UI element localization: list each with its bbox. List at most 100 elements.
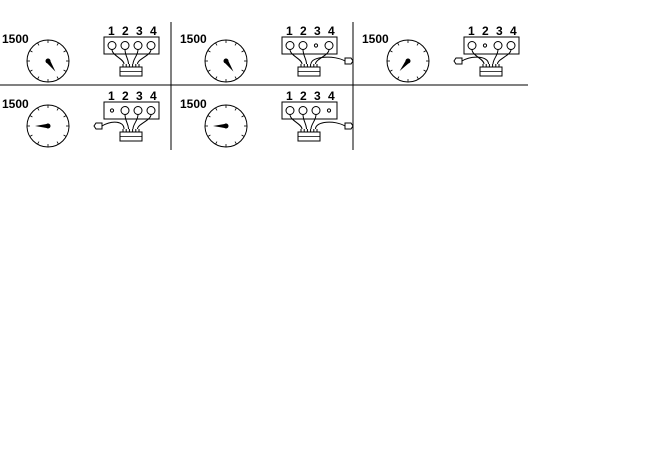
gauge-tick [29, 50, 33, 53]
spark-plug-disconnected [313, 43, 319, 48]
gauge-label: 1500 [362, 32, 389, 46]
gauge-tick [423, 50, 427, 53]
gauge-ticks [27, 105, 69, 147]
gauge-label: 1500 [2, 32, 29, 46]
gauge-tick [29, 134, 33, 137]
gauge-tick [63, 134, 67, 137]
gauge-tick [234, 76, 237, 80]
gauge-tick [63, 50, 67, 53]
distributor [479, 64, 503, 77]
ignition-lead [124, 49, 129, 65]
ignition-lead [289, 114, 303, 130]
gauge-tick [29, 69, 33, 72]
spark-plug-connected [324, 41, 334, 50]
gauge-tick [215, 42, 218, 46]
cylinder-number: 3 [314, 24, 321, 38]
spark-plug-connected [298, 106, 308, 115]
gauge-tick [416, 42, 419, 46]
spark-plug-connected [146, 41, 156, 50]
gauge-hub [223, 123, 229, 129]
gauge-tick [215, 141, 218, 145]
spark-plug-connected [506, 41, 516, 50]
ignition-leads [453, 49, 512, 65]
engine-block [103, 36, 160, 55]
spark-plug-connected [298, 41, 308, 50]
spark-plug-connected [467, 41, 477, 50]
engine-block [463, 36, 520, 55]
gauge-tick [37, 42, 40, 46]
cylinder-number: 2 [300, 24, 307, 38]
gauge-tick [56, 76, 59, 80]
gauge-tick [207, 50, 211, 53]
gauge-needle [35, 123, 48, 129]
ignition-lead [137, 49, 152, 65]
spark-plug-disconnected [109, 108, 115, 113]
spark-plug-connected [285, 41, 295, 50]
engine-block [281, 36, 338, 55]
cylinder-number: 3 [314, 89, 321, 103]
ignition-lead [132, 114, 139, 130]
gauge-tick [37, 107, 40, 111]
spark-plug-connected [107, 41, 117, 50]
gauge-tick [241, 134, 245, 137]
ignition-lead [111, 49, 125, 65]
gauge-tick [215, 76, 218, 80]
gauge-label: 1500 [180, 32, 207, 46]
spark-plug-disconnected [482, 43, 488, 48]
gauge-tick [397, 42, 400, 46]
cylinder-number: 1 [286, 89, 293, 103]
spark-plug-boot [93, 122, 103, 130]
spark-plug-connected [120, 106, 130, 115]
ignition-leads [289, 49, 354, 65]
gauge-hub [45, 123, 51, 129]
spark-plug-boot [344, 122, 354, 130]
cylinder-number: 1 [286, 24, 293, 38]
gauge-tick [241, 50, 245, 53]
gauge-tick [37, 76, 40, 80]
gauge-tick [207, 69, 211, 72]
cylinder-number: 3 [136, 89, 143, 103]
cylinder-number: 2 [482, 24, 489, 38]
cylinder-number: 2 [122, 24, 129, 38]
ignition-lead [310, 114, 317, 130]
spark-plug-connected [133, 106, 143, 115]
cylinder-number: 2 [300, 89, 307, 103]
engine-block [281, 101, 338, 120]
gauge-ticks [205, 105, 247, 147]
gauge-tick [37, 141, 40, 145]
spark-plug-boot [453, 57, 463, 65]
cylinder-number: 1 [108, 24, 115, 38]
cylinder-number: 4 [150, 24, 157, 38]
gauge-tick [416, 76, 419, 80]
ignition-lead [302, 114, 307, 130]
gauge-tick [207, 134, 211, 137]
disconnected-lead [310, 56, 346, 65]
ignition-lead [497, 49, 512, 65]
distributor [297, 129, 321, 142]
gauge-tick [389, 69, 393, 72]
gauge-label: 1500 [180, 97, 207, 111]
spark-plug-connected [146, 106, 156, 115]
gauge-tick [423, 69, 427, 72]
ignition-lead [124, 114, 129, 130]
ignition-lead [289, 49, 303, 65]
gauge-tick [29, 115, 33, 118]
spark-plug-connected [133, 41, 143, 50]
distributor [119, 64, 143, 77]
cylinder-number: 3 [496, 24, 503, 38]
cylinder-number: 4 [328, 89, 335, 103]
gauge-tick [56, 141, 59, 145]
ignition-leads [93, 114, 152, 130]
cylinder-number: 3 [136, 24, 143, 38]
gauge-tick [397, 76, 400, 80]
gauge-tick [234, 107, 237, 111]
gauge-hub [45, 58, 51, 64]
cylinder-number: 1 [108, 89, 115, 103]
